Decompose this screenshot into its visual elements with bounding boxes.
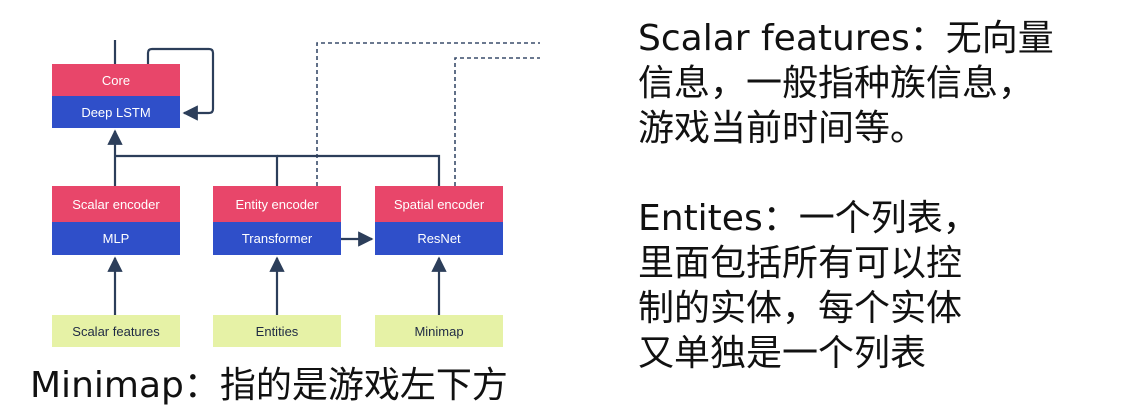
entities-note: Entites：一个列表， 里面包括所有可以控 制的实体，每个实体 又单独是一个… — [638, 196, 1135, 376]
note-line: Scalar features：无向量 — [638, 18, 1054, 59]
note-line: 里面包括所有可以控 — [638, 243, 963, 284]
scalar-features-input: Scalar features — [52, 315, 180, 347]
minimap-input: Minimap — [375, 315, 503, 347]
note-line: 信息，一般指种族信息， — [638, 63, 1035, 104]
core-label: Core — [102, 73, 130, 88]
spatial-encoder-label: Spatial encoder — [394, 197, 485, 212]
scalar-features-note: Scalar features：无向量 信息，一般指种族信息， 游戏当前时间等。 — [638, 16, 1135, 151]
entity-encoder-box: Entity encoder Transformer — [213, 186, 341, 255]
dashed-connector-spatial — [454, 57, 540, 186]
note-line: Entites：一个列表， — [638, 198, 979, 239]
note-line: 制的实体，每个实体 — [638, 288, 963, 329]
feature-notes: Scalar features：无向量 信息，一般指种族信息， 游戏当前时间等。… — [638, 16, 1135, 376]
mlp-label: MLP — [103, 231, 130, 246]
architecture-diagram: Core Deep LSTM Scalar encoder MLP Entity… — [52, 40, 540, 347]
deep-lstm-label: Deep LSTM — [81, 105, 150, 120]
note-line: 游戏当前时间等。 — [638, 108, 927, 149]
scalar-encoder-box: Scalar encoder MLP — [52, 186, 180, 255]
entity-encoder-label: Entity encoder — [235, 197, 319, 212]
note-line: 又单独是一个列表 — [638, 333, 927, 374]
spatial-encoder-box: Spatial encoder ResNet — [375, 186, 503, 255]
entities-label: Entities — [256, 324, 299, 339]
scalar-features-label: Scalar features — [72, 324, 160, 339]
scalar-encoder-label: Scalar encoder — [72, 197, 160, 212]
core-box: Core Deep LSTM — [52, 64, 180, 128]
transformer-label: Transformer — [242, 231, 313, 246]
encoders-to-core-line — [115, 154, 279, 186]
resnet-label: ResNet — [417, 231, 461, 246]
spatial-to-core-line — [277, 154, 441, 186]
entities-input: Entities — [213, 315, 341, 347]
core-loop-arrow — [146, 47, 215, 121]
minimap-caption: Minimap：指的是游戏左下方 — [30, 365, 508, 406]
dashed-connector-entity — [316, 42, 540, 186]
minimap-label: Minimap — [414, 324, 463, 339]
